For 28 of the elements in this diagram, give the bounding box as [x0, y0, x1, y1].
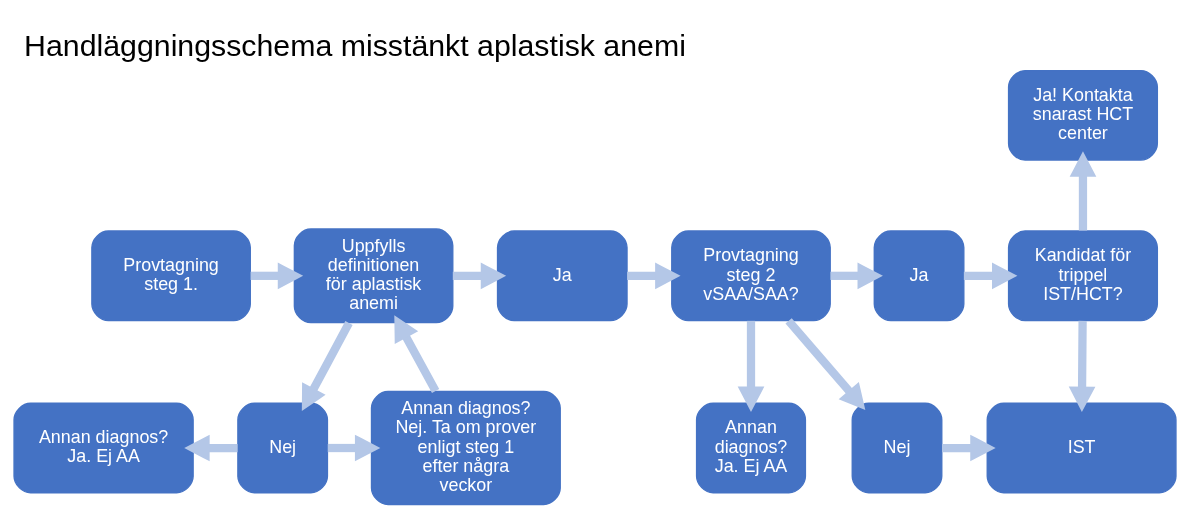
- node-box: Annan diagnos? Nej. Ta om prover enligt steg 1 efter några veckor: [370, 390, 561, 506]
- node-box: Nej: [237, 402, 329, 494]
- node-box: Annan diagnos? Ja. Ej AA: [695, 402, 807, 494]
- arrow: [963, 262, 1018, 290]
- diagram-title: Handläggningsschema misstänkt aplastisk anemi: [24, 29, 686, 63]
- arrow: [184, 434, 238, 462]
- arrow: [627, 262, 681, 290]
- node-box: Nej: [851, 402, 943, 494]
- arrow: [830, 262, 883, 290]
- node-box: Provtagning steg 1.: [91, 230, 251, 322]
- node-box: Ja: [873, 230, 965, 322]
- node-box: Kandidat för trippel IST/HCT?: [1007, 230, 1159, 322]
- node-box: Ja! Kontakta snarast HCT center: [1007, 69, 1159, 161]
- arrow: [301, 321, 353, 411]
- arrow: [942, 434, 996, 462]
- node-box: Ja: [496, 230, 628, 322]
- arrow: [250, 262, 304, 290]
- node-box: Provtagning steg 2 vSAA/SAA?: [671, 230, 831, 322]
- arrow: [785, 318, 866, 410]
- node-box: Uppfylls definitionen för aplastisk anemi: [293, 228, 454, 324]
- arrow: [1069, 151, 1097, 231]
- node-box: Annan diagnos? Ja. Ej AA: [13, 402, 194, 494]
- arrow: [327, 434, 381, 462]
- node-box: IST: [986, 402, 1177, 494]
- arrow: [394, 315, 440, 394]
- arrow: [1068, 320, 1096, 413]
- arrow: [737, 320, 765, 413]
- arrow: [452, 262, 507, 290]
